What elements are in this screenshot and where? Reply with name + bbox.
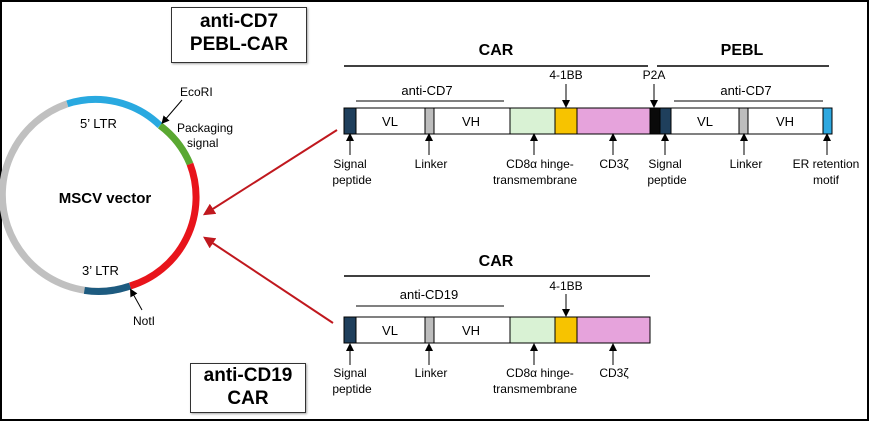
packaging-signal-arc [157,122,194,166]
hinge-label-1: CD8α hinge- [506,157,574,171]
four-1bb-label-1: 4-1BB [549,68,582,82]
peptide-label-2: peptide [647,173,687,187]
hinge-tm-seg-1 [509,107,556,135]
four-1bb-label-2: 4-1BB [549,279,582,293]
cd3z-seg-1 [576,107,651,135]
signal-peptide-seg-3 [343,316,357,344]
car-header-1: CAR [479,42,514,59]
peptide-label-3: peptide [332,382,372,396]
vh-text-2: VH [776,114,794,129]
p2a-label: P2A [643,68,666,82]
peptide-label-1: peptide [332,173,372,187]
three-ltr-label: 3’ LTR [82,263,119,278]
four-1bb-seg-1 [554,107,578,135]
vl-seg-3 [355,316,426,344]
five-ltr-label: 5’ LTR [80,116,117,131]
three-ltr-arc [83,282,132,295]
hinge-tm-seg-2 [509,316,556,344]
linker-seg-1 [424,107,435,135]
hinge-label-2: CD8α hinge- [506,366,574,380]
cd19-insert-arrow [203,236,334,324]
linker-label-3: Linker [415,366,448,380]
signal-peptide-seg-2 [659,107,672,135]
cd3z-seg-2 [576,316,651,344]
signal-label-2: Signal [648,157,681,171]
vl-text-3: VL [382,323,398,338]
ecori-label: EcoRI [180,85,213,99]
vh-text-1: VH [462,114,480,129]
packaging-label-line1: Packaging [177,121,233,135]
cd3z-label-1: CD3ζ [599,157,629,171]
ecori-pointer [161,99,183,125]
tm-label-2: transmembrane [493,382,577,396]
linker-label-1: Linker [415,157,448,171]
plasmid-map: MSCV vector 5’ LTR 3’ LTR EcoRI Packagin… [0,85,233,328]
cd3z-label-2: CD3ζ [599,366,629,380]
anti-cd19-label: anti-CD19 [400,287,459,302]
vl-text-2: VL [697,114,713,129]
four-1bb-seg-2 [554,316,578,344]
pebl-car-construct: CAR PEBL anti-CD7 anti-CD7 4-1BB P2A VL … [332,42,859,187]
cd19-car-title-box: anti-CD19 CAR [190,363,306,413]
pebl-header: PEBL [721,42,764,59]
vh-seg-2 [747,107,824,135]
linker-seg-2 [738,107,749,135]
five-ltr-arc [66,95,163,129]
linker-label-2: Linker [730,157,763,171]
er-label-2: motif [813,173,840,187]
signal-label-3: Signal [333,366,366,380]
vh-text-3: VH [462,323,480,338]
plasmid-name: MSCV vector [59,190,152,207]
anti-cd7-label-2: anti-CD7 [720,83,771,98]
cd19-car-title-line2: CAR [227,388,269,409]
cd19-car-title-line1: anti-CD19 [203,365,293,386]
signal-label-1: Signal [333,157,366,171]
linker-seg-3 [424,316,435,344]
signal-peptide-seg-1 [343,107,357,135]
vh-seg-3 [433,316,511,344]
er-label-1: ER retention [793,157,860,171]
insert-arc [129,162,200,290]
vl-text-1: VL [382,114,398,129]
p2a-seg [649,107,661,135]
vl-seg-1 [355,107,426,135]
anti-cd7-label-1: anti-CD7 [401,83,452,98]
pebl-car-title-line1: anti-CD7 [199,11,279,32]
noti-label: NotI [133,314,155,328]
pebl-car-title-box: anti-CD7 PEBL-CAR [171,7,307,63]
cd19-car-construct: CAR anti-CD19 4-1BB VL VH Signal peptide… [332,253,651,396]
tm-label-1: transmembrane [493,173,577,187]
er-retention-seg [822,107,833,135]
pebl-car-title-line2: PEBL-CAR [189,34,289,55]
noti-pointer [130,288,143,311]
pebl-insert-arrow [202,129,338,216]
packaging-label-line2: signal [187,136,218,150]
car-header-2: CAR [479,253,514,270]
